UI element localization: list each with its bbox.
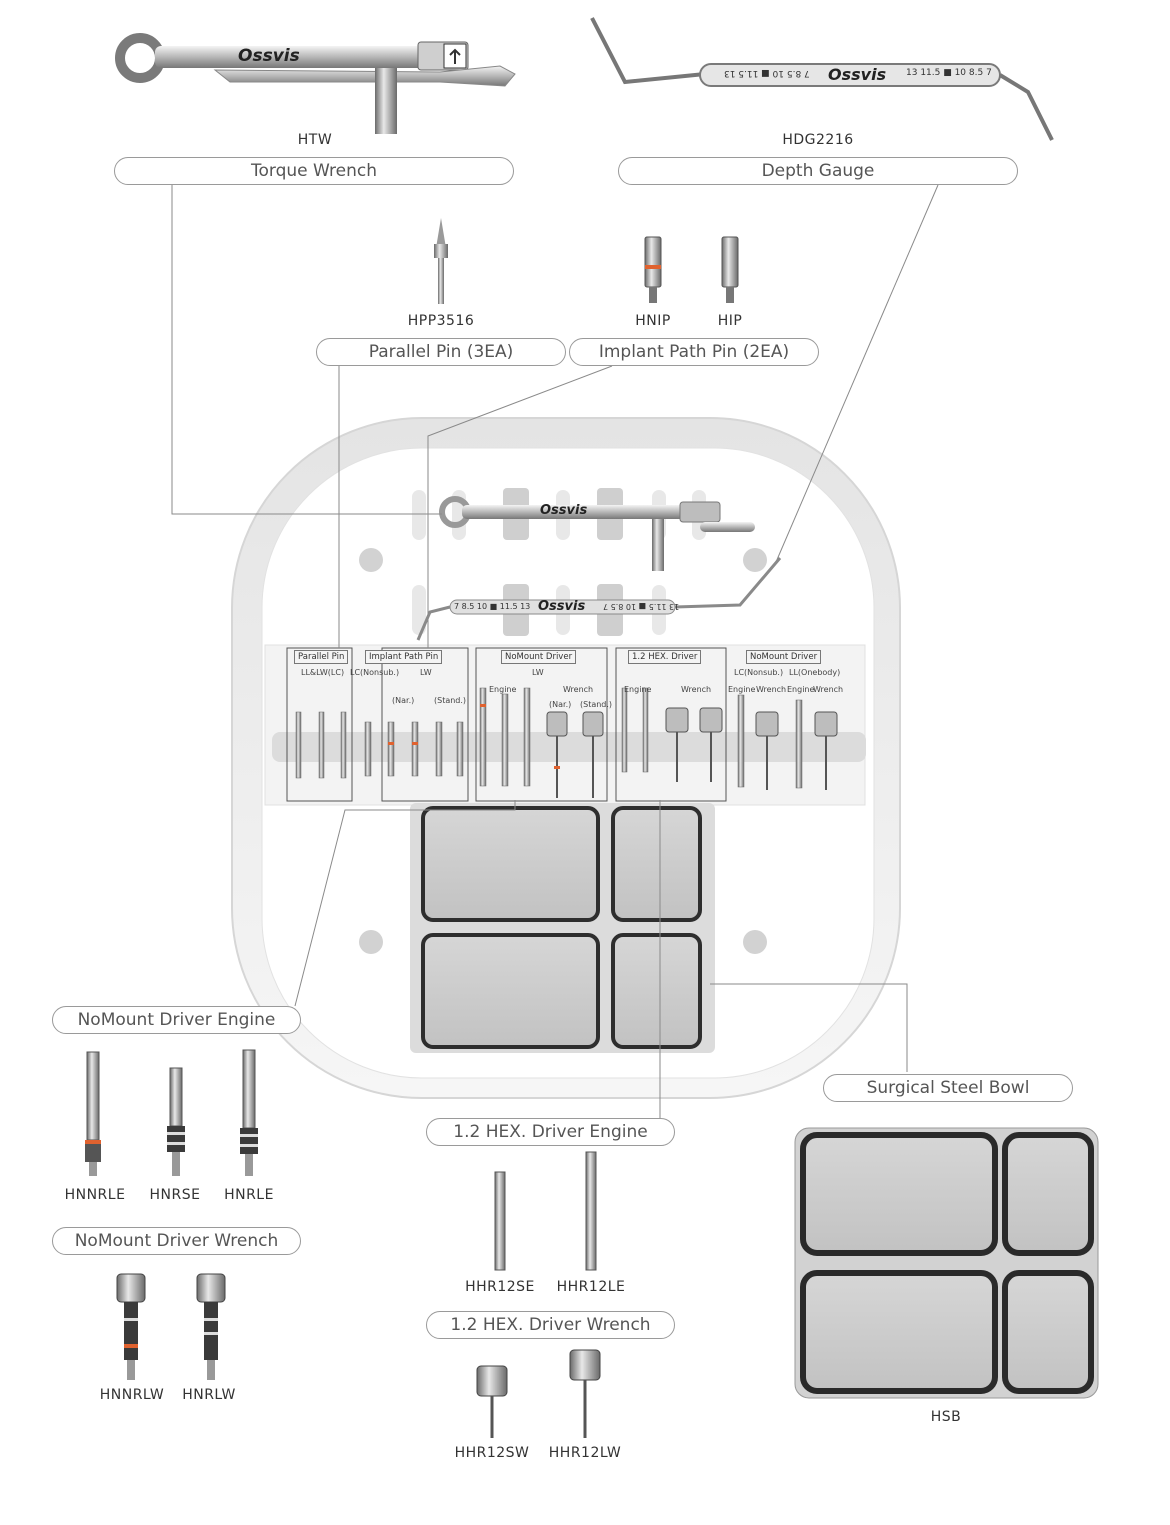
kit-group-nomount2-lc: LC(Nonsub.) [734, 668, 784, 677]
depth-gauge-brand: Ossvis [828, 65, 887, 84]
case-depth-gauge [416, 557, 782, 641]
nomount-wrench-code-2: HNRLW [182, 1387, 236, 1403]
nomount-engine-code-1: HNNRLE [64, 1187, 126, 1203]
hex-wrench-label: 1.2 HEX. Driver Wrench [426, 1311, 675, 1339]
surgical-steel-bowl-code: HSB [930, 1409, 962, 1425]
nomount-engine-images [85, 1049, 258, 1176]
case-gauge-scale-right: 13 11.5 ■ 10 8.5 7 [603, 602, 680, 611]
implant-path-pin-images [644, 236, 739, 303]
implant-path-pin-code-2: HIP [717, 313, 743, 329]
torque-wrench-brand: Ossvis [238, 46, 300, 66]
nomount-wrench-code-1: HNNRLW [99, 1387, 165, 1403]
torque-wrench-image [115, 33, 516, 134]
hex-engine-images [494, 1151, 597, 1271]
kit-group-nomount-engine: Engine [489, 685, 517, 694]
kit-group-nomount2-wrench-1: Wrench [756, 685, 787, 694]
kit-group-nomount-driver-2: NoMount Driver [746, 650, 822, 664]
surgical-steel-bowl-label: Surgical Steel Bowl [823, 1074, 1073, 1102]
hex-wrench-code-1: HHR12SW [454, 1445, 530, 1461]
hex-engine-code-2: HHR12LE [556, 1279, 626, 1295]
hex-engine-label: 1.2 HEX. Driver Engine [426, 1118, 675, 1146]
parallel-pin-image [434, 218, 448, 304]
nomount-engine-code-2: HNRSE [149, 1187, 201, 1203]
depth-gauge-image [590, 17, 1054, 141]
kit-group-implant-path-sub: LW [420, 668, 432, 677]
nomount-wrench-label: NoMount Driver Wrench [52, 1227, 301, 1255]
kit-group-nomount2-wrench-2: Wrench [813, 685, 844, 694]
hex-wrench-code-2: HHR12LW [548, 1445, 622, 1461]
case-wrench-brand: Ossvis [540, 503, 588, 518]
depth-gauge-scale-left: 7 8.5 10 ■ 11.5 13 [724, 68, 810, 78]
kit-group-hex-driver: 1.2 HEX. Driver [628, 650, 702, 664]
case-torque-wrench [439, 496, 755, 571]
kit-group-nomount-wrench: Wrench [563, 685, 594, 694]
kit-group-nomount-stand: (Stand.) [580, 700, 613, 709]
parallel-pin-code: HPP3516 [407, 313, 475, 329]
kit-group-parallel-pin: Parallel Pin [294, 650, 349, 664]
depth-gauge-scale-right: 13 11.5 ■ 10 8.5 7 [906, 68, 992, 78]
nomount-engine-code-3: HNRLE [224, 1187, 274, 1203]
parallel-pin-label: Parallel Pin (3EA) [316, 338, 566, 366]
hex-wrench-images [476, 1349, 601, 1438]
leader-lines [171, 184, 939, 1118]
depth-gauge-label: Depth Gauge [618, 157, 1018, 185]
kit-group-nomount2-engine-2: Engine [787, 685, 815, 694]
depth-gauge-code: HDG2216 [782, 132, 854, 148]
kit-group-implant-path-nar: (Nar.) [392, 696, 415, 705]
hex-engine-code-1: HHR12SE [465, 1279, 535, 1295]
kit-instruments [295, 687, 838, 798]
case-gauge-scale-left: 7 8.5 10 ■ 11.5 13 [454, 602, 531, 611]
kit-group-parallel-pin-sub: LL&LW(LC) [301, 668, 345, 677]
nomount-engine-label: NoMount Driver Engine [52, 1006, 301, 1034]
kit-group-implant-path-extra: LC(Nonsub.) [350, 668, 400, 677]
kit-group-nomount2-engine-1: Engine [728, 685, 756, 694]
nomount-wrench-images [116, 1273, 226, 1380]
kit-group-implant-path-pin: Implant Path Pin [365, 650, 443, 664]
case-steel-bowl [410, 803, 715, 1053]
implant-path-pin-label: Implant Path Pin (2EA) [569, 338, 819, 366]
kit-group-nomount-sub: LW [532, 668, 544, 677]
kit-group-nomount2-ll: LL(Onebody) [789, 668, 841, 677]
kit-group-nomount-driver-1: NoMount Driver [501, 650, 577, 664]
surgical-steel-bowl-image [794, 1127, 1099, 1399]
kit-group-hex-engine: Engine [624, 685, 652, 694]
torque-wrench-label: Torque Wrench [114, 157, 514, 185]
kit-group-nomount-nar: (Nar.) [549, 700, 572, 709]
kit-group-implant-path-stand: (Stand.) [434, 696, 467, 705]
case-gauge-brand: Ossvis [538, 599, 586, 614]
kit-group-hex-wrench: Wrench [681, 685, 712, 694]
torque-wrench-code: HTW [297, 132, 333, 148]
implant-path-pin-code-1: HNIP [635, 313, 671, 329]
